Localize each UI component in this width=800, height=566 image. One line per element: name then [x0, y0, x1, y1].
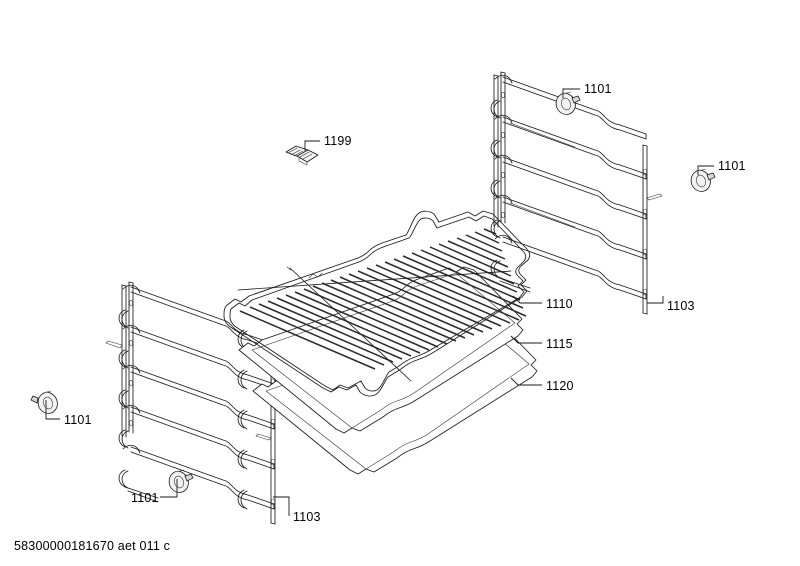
shelf-support-cap-left — [30, 390, 58, 414]
callout-label-1101-left: 1101 — [64, 413, 92, 427]
rail-level-2-right — [494, 114, 647, 180]
shelf-support-cap-bottom — [168, 469, 194, 493]
rail-guide-bars-right — [509, 122, 576, 228]
leader-1101-bottom — [160, 479, 178, 498]
leader-1101-top-right — [562, 88, 580, 98]
wire-shelf-support-left — [105, 281, 276, 525]
leader-1101-far-right — [697, 165, 714, 175]
grill-rack-wires — [239, 228, 527, 370]
rail-level-3-right — [494, 154, 647, 220]
leader-1101-left — [45, 400, 60, 420]
callout-label-1101-top-right: 1101 — [584, 82, 612, 96]
shelf-support-cap-top-right — [555, 91, 581, 115]
callout-label-1199: 1199 — [324, 134, 352, 148]
callout-label-1101-bottom: 1101 — [131, 491, 159, 505]
clip-pair — [285, 145, 319, 166]
wire-shelf-support-right — [490, 71, 663, 315]
callout-label-1103-right: 1103 — [667, 299, 695, 313]
rail-front-post-right — [642, 144, 663, 315]
rail-level-3-left — [122, 364, 275, 430]
rail-level-1-right — [494, 74, 647, 140]
leader-1120 — [510, 377, 542, 386]
leader-1103-right — [647, 296, 664, 304]
shelf-support-cap-far-right — [690, 168, 716, 192]
leader-lines — [45, 88, 714, 516]
leader-1199 — [304, 140, 320, 151]
rail-level-4-left — [122, 404, 275, 470]
callout-label-1115: 1115 — [546, 337, 573, 351]
callout-label-1120: 1120 — [546, 379, 574, 393]
rail-level-2-left — [122, 324, 275, 390]
leader-1103-left — [273, 496, 290, 516]
rail-rear-ladder-right — [493, 71, 506, 228]
rail-level-4-right — [494, 194, 647, 260]
callout-label-1101-far-right: 1101 — [718, 159, 746, 173]
rail-level-5-left — [122, 444, 275, 510]
grill-rack — [223, 210, 531, 397]
leader-1110 — [512, 295, 542, 304]
rail-level-5-right — [494, 234, 647, 300]
drawing-caption: 58300000181670 aet 011 c — [14, 539, 171, 553]
rail-rear-ladder-left — [105, 281, 134, 438]
leader-1115 — [510, 335, 542, 344]
callout-label-1103-left: 1103 — [293, 510, 321, 524]
rail-serpentine-left — [118, 309, 159, 503]
callout-label-1110: 1110 — [546, 297, 573, 311]
